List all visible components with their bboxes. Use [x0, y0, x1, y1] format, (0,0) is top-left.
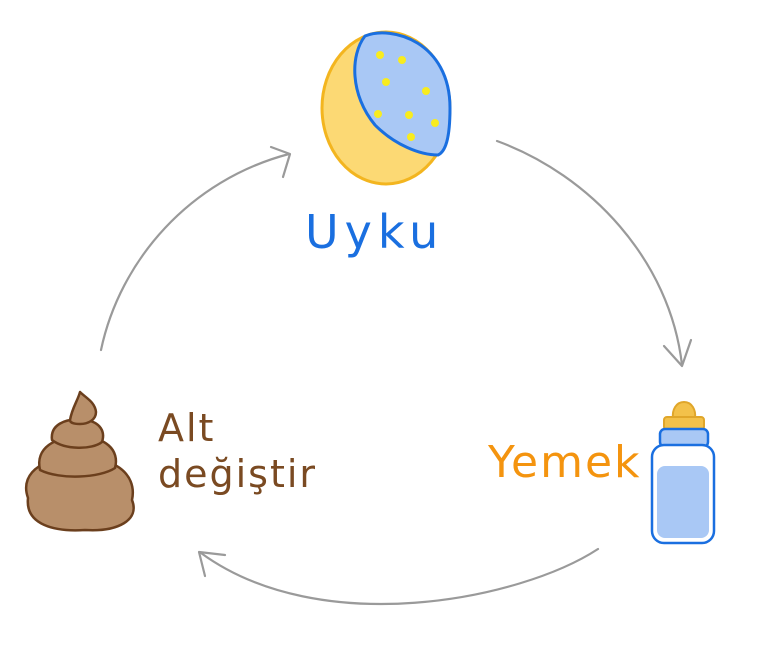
node-label-change: Alt değiştir — [158, 405, 317, 497]
baby-bottle-icon — [650, 400, 716, 545]
node-label-sleep: Uyku — [305, 205, 445, 259]
arrow-feed-to-change — [197, 547, 600, 606]
node-label-change-line1: Alt — [158, 406, 216, 450]
poop-icon — [24, 390, 135, 532]
arrow-sleep-to-feed — [495, 139, 693, 368]
node-label-feed: Yemek — [488, 437, 642, 488]
moon-icon — [320, 30, 452, 186]
arrow-change-to-sleep — [99, 145, 292, 352]
node-label-change-line2: değiştir — [158, 452, 318, 496]
